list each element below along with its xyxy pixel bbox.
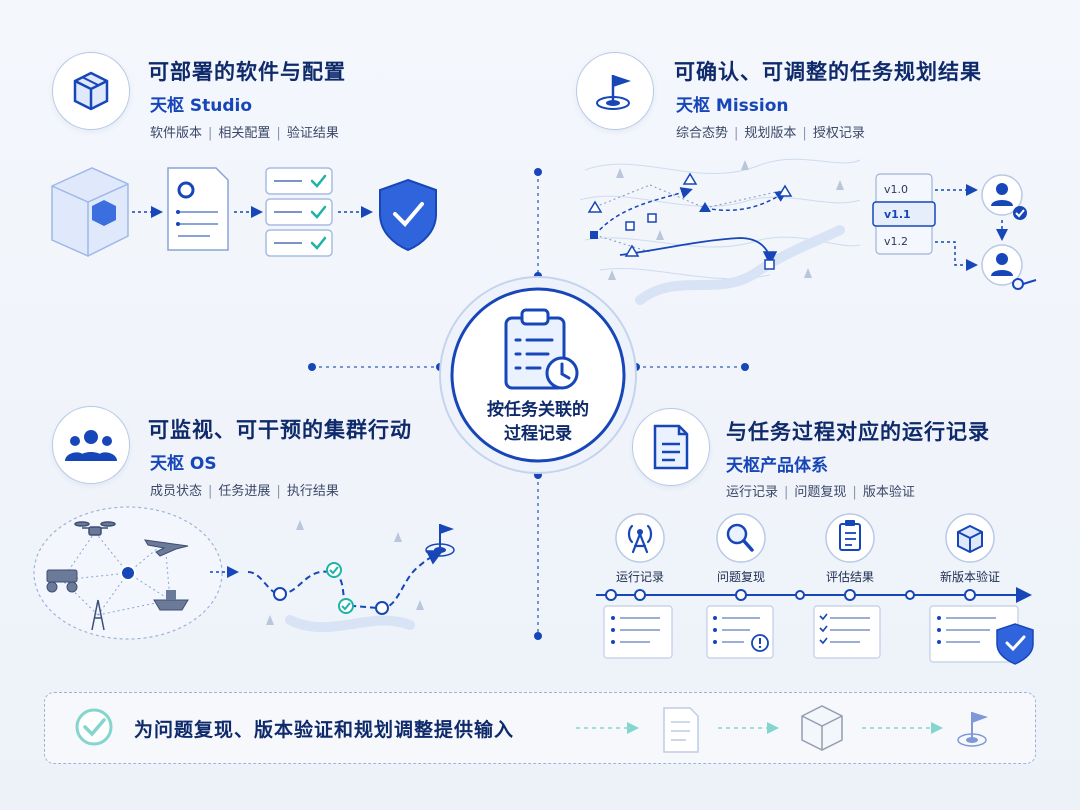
tag: 版本验证 xyxy=(862,485,915,500)
footer-flow xyxy=(75,705,988,753)
studio-tags: 软件版本|相关配置|验证结果 xyxy=(150,126,339,141)
tag: 相关配置 xyxy=(218,126,271,141)
os-tags: 成员状态|任务进展|执行结果 xyxy=(150,484,339,499)
mission-title: 可确认、可调整的任务规划结果 xyxy=(674,60,982,84)
os-title: 可监视、可干预的集群行动 xyxy=(148,418,412,442)
document-icon xyxy=(632,408,710,486)
tag: 授权记录 xyxy=(812,126,865,141)
os-swarm xyxy=(33,506,455,640)
tag: 综合态势 xyxy=(676,126,729,141)
box-icon xyxy=(52,52,130,130)
tag: 成员状态 xyxy=(150,484,203,499)
stage-label: 问题复现 xyxy=(716,570,765,584)
tag: 规划版本 xyxy=(744,126,797,141)
stage-label: 新版本验证 xyxy=(939,570,1000,584)
records-title: 与任务过程对应的运行记录 xyxy=(726,420,990,444)
stage-label: 运行记录 xyxy=(615,570,664,584)
studio-flow xyxy=(51,167,437,257)
center-label-line: 过程记录 xyxy=(504,424,572,444)
tag: 验证结果 xyxy=(286,126,339,141)
mission-tags: 综合态势|规划版本|授权记录 xyxy=(676,126,865,141)
footer-text: 为问题复现、版本验证和规划调整提供输入 xyxy=(134,719,515,741)
center-label: 按任务关联的 过程记录 xyxy=(458,398,618,446)
tag: 问题复现 xyxy=(794,485,847,500)
tag: 任务进展 xyxy=(218,484,271,499)
group-icon xyxy=(52,406,130,484)
tag: 软件版本 xyxy=(150,126,203,141)
version-label-selected: v1.1 xyxy=(884,208,911,221)
version-label: v1.2 xyxy=(884,235,909,248)
tag: 执行结果 xyxy=(286,484,339,499)
records-timeline xyxy=(596,513,1034,665)
stage-label: 评估结果 xyxy=(825,570,874,584)
os-product: 天枢 OS xyxy=(150,454,217,474)
records-product: 天枢产品体系 xyxy=(726,456,828,476)
tag: 运行记录 xyxy=(726,485,779,500)
center-hub xyxy=(439,276,637,474)
mission-product: 天枢 Mission xyxy=(676,96,789,116)
center-connectors xyxy=(312,172,745,636)
mission-map xyxy=(579,158,1037,305)
studio-title: 可部署的软件与配置 xyxy=(148,60,346,84)
version-label: v1.0 xyxy=(884,183,909,196)
records-tags: 运行记录|问题复现|版本验证 xyxy=(726,485,915,500)
footer-box xyxy=(44,692,1036,764)
flag-target-icon xyxy=(576,52,654,130)
center-label-line: 按任务关联的 xyxy=(487,400,589,420)
studio-product: 天枢 Studio xyxy=(150,96,253,116)
